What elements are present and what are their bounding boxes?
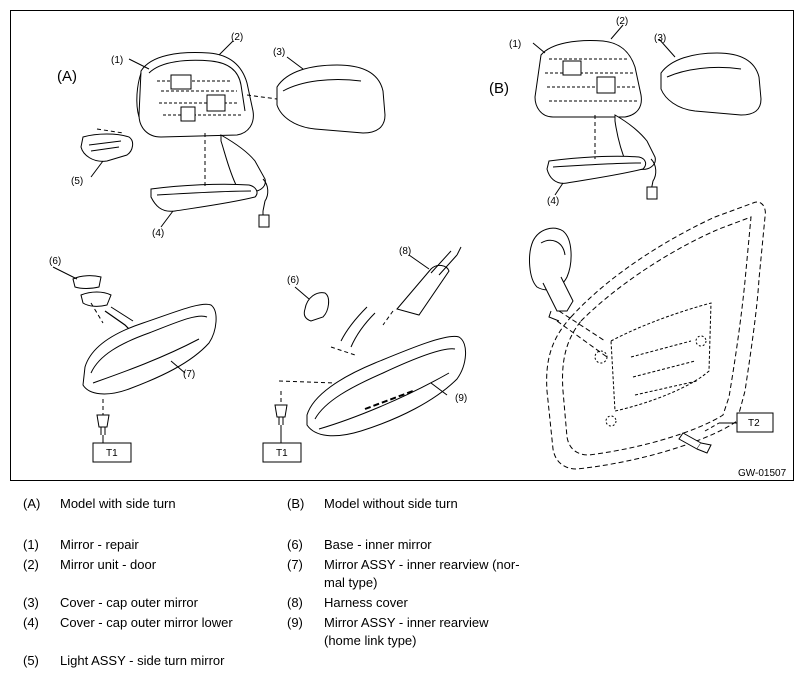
callout-b2: (2): [616, 16, 628, 27]
view-a-outer-mirror: [80, 40, 386, 228]
mirror-unit-a: [138, 52, 254, 138]
legend-key: (6): [287, 537, 303, 552]
legend-text-cont: (home link type): [324, 633, 417, 648]
inner-mirror-body-9: [306, 335, 466, 437]
callout-a3: (3): [273, 47, 285, 58]
callout-d9: (9): [455, 393, 467, 404]
callout-c7: (7): [183, 369, 195, 380]
legend-text: Mirror ASSY - inner rearview: [324, 615, 489, 630]
callout-a2: (2): [231, 32, 243, 43]
legend-key: (B): [287, 496, 305, 511]
harness-cover: [396, 264, 450, 316]
exploded-view-drawing: (A) (B) (1) (2) (3) (4) (5) (1) (2) (3) …: [49, 16, 787, 479]
legend-key: (5): [23, 653, 39, 668]
legend-text: Mirror unit - door: [60, 557, 157, 572]
torque-tag-t1-right-box: [262, 442, 302, 463]
legend-key: (1): [23, 537, 39, 552]
legend-text: Cover - cap outer mirror: [60, 595, 198, 610]
callout-d6: (6): [287, 275, 299, 286]
cap-outer-mirror-b: [660, 52, 762, 116]
callout-a4: (4): [152, 228, 164, 239]
legend-text-cont: mal type): [324, 575, 378, 590]
torque-tag-t1-right: T1: [276, 448, 288, 459]
legend-text: Harness cover: [324, 595, 408, 610]
cap-outer-mirror-a: [276, 64, 386, 134]
view-a-label: (A): [57, 68, 77, 85]
legend-text: Base - inner mirror: [324, 537, 432, 552]
legend-text: Mirror ASSY - inner rearview (nor-: [324, 557, 520, 572]
figure-code: GW-01507: [738, 468, 787, 479]
inner-mirror-home-link: [274, 246, 466, 443]
legend-key: (9): [287, 615, 303, 630]
inner-mirror-normal: [52, 266, 217, 443]
torque-tag-t1-left-box: [92, 442, 132, 463]
torque-tag-t2-box: [736, 412, 774, 433]
view-b-label: (B): [489, 80, 509, 97]
inner-mirror-base-right: [303, 292, 330, 322]
callout-b3: (3): [654, 33, 666, 44]
side-turn-light-a: [80, 133, 134, 162]
legend-key: (4): [23, 615, 39, 630]
callout-d8: (8): [399, 246, 411, 257]
legend-key: (8): [287, 595, 303, 610]
cap-lower-a: [150, 183, 258, 212]
cap-lower-b: [546, 155, 647, 184]
legend-text: Cover - cap outer mirror lower: [60, 615, 233, 630]
door-mirror-assembled: [529, 227, 572, 291]
legend-text: Light ASSY - side turn mirror: [60, 653, 225, 668]
callout-c6: (6): [49, 256, 61, 267]
torque-tag-t1-left: T1: [106, 448, 118, 459]
legend-text: Model without side turn: [324, 496, 458, 511]
legend-key: (A): [23, 496, 41, 511]
inner-mirror-base-left: [72, 275, 102, 289]
mirror-unit-b: [534, 40, 642, 118]
exploded-view-figure: (A) (B) (1) (2) (3) (4) (5) (1) (2) (3) …: [10, 10, 794, 481]
legend-text: Mirror - repair: [60, 537, 139, 552]
torque-tag-t2: T2: [748, 418, 760, 429]
legend-key: (3): [23, 595, 39, 610]
callout-a5: (5): [71, 176, 83, 187]
legend-key: (7): [287, 557, 303, 572]
inner-mirror-body-7: [82, 303, 217, 395]
callout-a1: (1): [111, 55, 123, 66]
front-door-panel: [529, 201, 766, 470]
legend-key: (2): [23, 557, 39, 572]
view-b-outer-mirror: [532, 24, 762, 200]
callout-b1: (1): [509, 39, 521, 50]
callout-b4: (4): [547, 196, 559, 207]
legend-text: Model with side turn: [60, 496, 176, 511]
